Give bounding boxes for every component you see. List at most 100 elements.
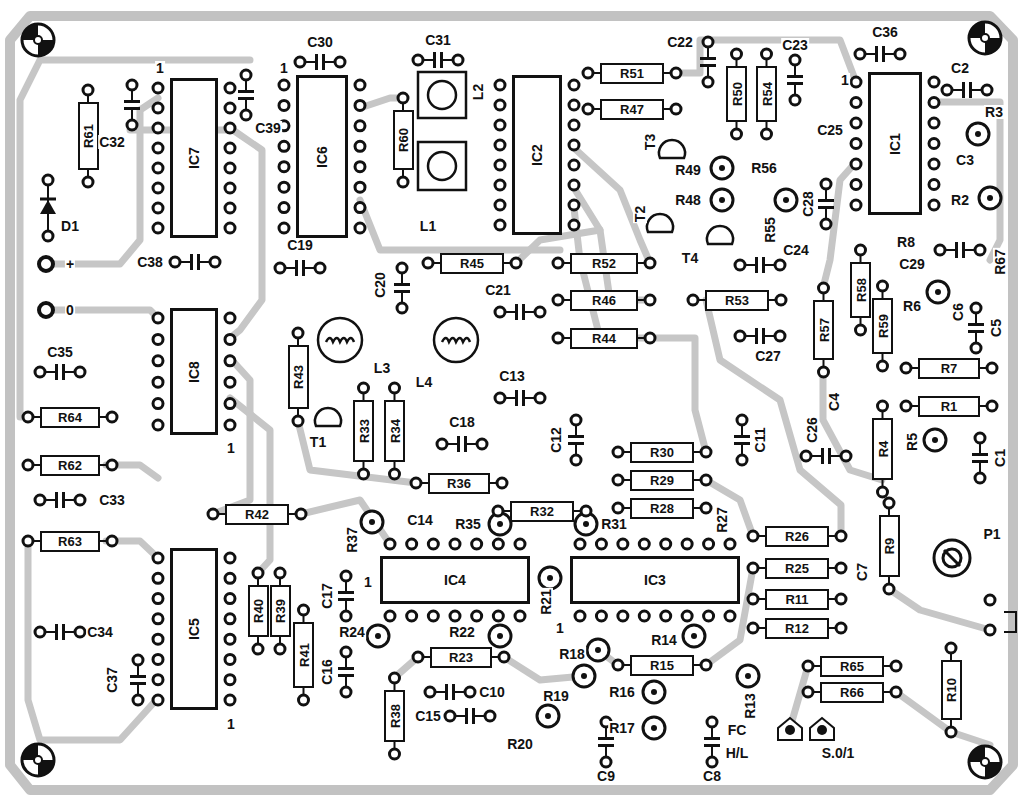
solder-pad xyxy=(153,553,163,563)
solder-pad xyxy=(836,623,846,633)
solder-pad xyxy=(929,98,939,108)
part-label: C37 xyxy=(105,666,119,694)
solder-pad xyxy=(495,200,505,210)
part-label: R14 xyxy=(650,633,678,647)
resistor-body: R62 xyxy=(40,455,100,476)
part-name: R30 xyxy=(650,446,674,459)
part-label: R56 xyxy=(750,161,778,175)
solder-pad xyxy=(23,536,33,546)
ic-package: IC2 xyxy=(512,75,562,235)
resistor-body: R38 xyxy=(384,690,405,742)
part-name: R41 xyxy=(297,643,310,667)
solder-pad xyxy=(762,129,772,139)
solder-pad xyxy=(153,573,163,583)
resistor-body: R52 xyxy=(570,253,638,274)
solder-pad xyxy=(891,687,901,697)
solder-pad xyxy=(153,356,163,366)
part-label: C32 xyxy=(98,135,126,149)
part-label: 1 xyxy=(155,61,165,75)
resistor-body: R10 xyxy=(941,660,962,720)
solder-pad xyxy=(107,460,117,470)
solder-pad xyxy=(704,539,714,549)
solder-pad xyxy=(153,654,163,664)
part-label: R19 xyxy=(542,689,570,703)
resistor-body: R47 xyxy=(600,99,664,120)
part-name: R47 xyxy=(620,103,644,116)
solder-pad xyxy=(153,103,163,113)
ic-package: IC4 xyxy=(380,556,530,604)
part-label: S.0/1 xyxy=(821,746,856,760)
ic-package: IC3 xyxy=(570,556,740,604)
part-name: R61 xyxy=(82,124,95,148)
part-label: T3 xyxy=(643,133,657,151)
solder-pad xyxy=(725,611,735,621)
part-label: L1 xyxy=(419,219,437,233)
solder-pad xyxy=(493,506,503,516)
solder-pad xyxy=(495,80,505,90)
resistor-body: R40 xyxy=(248,585,269,637)
part-label: C24 xyxy=(782,243,810,257)
solder-pad xyxy=(153,163,163,173)
solder-pad xyxy=(748,563,758,573)
solder-pad xyxy=(398,177,408,187)
ic-package: IC8 xyxy=(170,308,218,435)
solder-pad xyxy=(23,460,33,470)
solder-pad xyxy=(553,295,563,305)
solder-pad xyxy=(208,509,218,519)
solder-pad xyxy=(153,123,163,133)
part-label: C27 xyxy=(754,349,782,363)
solder-pad xyxy=(253,568,263,578)
solder-pad xyxy=(385,539,395,549)
solder-pad xyxy=(569,220,579,230)
solder-pad xyxy=(355,141,365,151)
part-label: R2 xyxy=(950,193,970,207)
part-label: R35 xyxy=(454,517,482,531)
part-name: R15 xyxy=(650,659,674,672)
part-name: IC5 xyxy=(187,618,201,640)
part-label: 0 xyxy=(65,303,75,317)
solder-pad xyxy=(153,377,163,387)
solder-pad xyxy=(225,203,235,213)
resistor-body: R41 xyxy=(293,622,314,688)
part-label: P1 xyxy=(982,527,1001,541)
solder-pad xyxy=(279,223,289,233)
solder-pad xyxy=(153,143,163,153)
solder-pad xyxy=(472,611,482,621)
solder-pad xyxy=(153,313,163,323)
part-name: R36 xyxy=(447,477,471,490)
part-label: C10 xyxy=(478,685,506,699)
resistor-body: R4 xyxy=(872,418,893,480)
part-name: R65 xyxy=(840,660,864,673)
solder-pad xyxy=(661,539,671,549)
solder-pad xyxy=(682,539,692,549)
solder-pad xyxy=(225,695,235,705)
solder-pad xyxy=(293,328,303,338)
resistor-body: R54 xyxy=(756,66,777,122)
part-label: C12 xyxy=(549,426,563,454)
solder-pad xyxy=(878,401,888,411)
capacitor-symbols xyxy=(35,37,992,767)
solder-pad xyxy=(613,447,623,457)
resistor-body: R65 xyxy=(820,656,884,677)
part-name: R62 xyxy=(58,459,82,472)
solder-pad xyxy=(23,412,33,422)
solder-pad xyxy=(279,141,289,151)
part-name: R59 xyxy=(876,314,889,338)
solder-pad xyxy=(153,334,163,344)
solder-pad xyxy=(275,568,285,578)
solder-pad xyxy=(275,644,285,654)
solder-pad xyxy=(569,160,579,170)
solder-pad xyxy=(83,177,93,187)
ic-package: IC1 xyxy=(868,72,922,215)
part-label: C7 xyxy=(855,562,869,582)
solder-pad xyxy=(153,634,163,644)
solder-pad xyxy=(359,469,369,479)
solder-pad xyxy=(856,245,866,255)
solder-pad xyxy=(851,139,861,149)
solder-pad xyxy=(613,503,623,513)
part-name: R57 xyxy=(817,318,830,342)
solder-pad xyxy=(901,401,911,411)
part-name: IC4 xyxy=(444,573,466,587)
solder-pad xyxy=(355,162,365,172)
solder-pad xyxy=(929,77,939,87)
